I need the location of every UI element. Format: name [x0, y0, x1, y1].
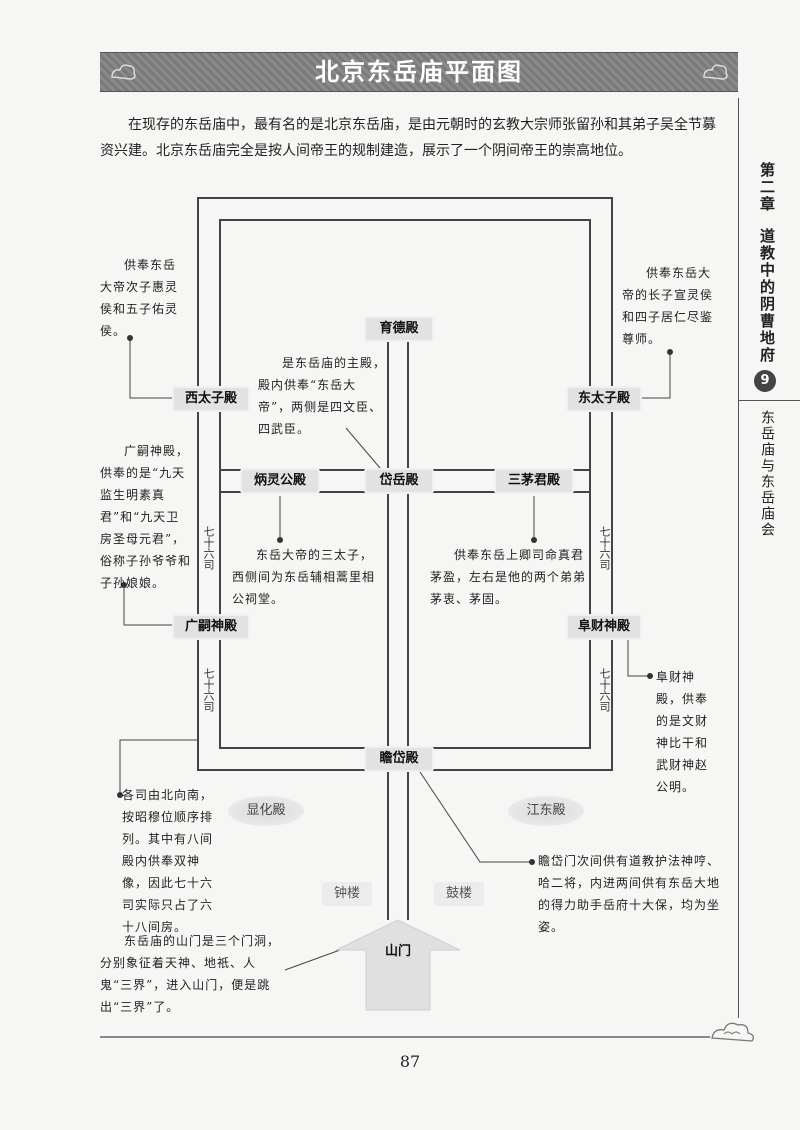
hall-daiyue: 岱岳殿: [364, 468, 434, 494]
note-guangsi: 广嗣神殿，供奉的是“九天监生明素真君”和“九天卫房圣母元君”，俗称子孙爷爷和子孙…: [100, 444, 192, 590]
mountain-gate: 山门: [384, 944, 411, 959]
chapter-title: 道教中的阴曹地府: [758, 228, 776, 364]
side-label-left-lower: 七十六司: [202, 668, 215, 712]
hall-zhandai: 瞻岱殿: [364, 746, 434, 772]
page-title: 北京东岳庙平面图: [315, 58, 523, 86]
hall-xitaizi: 西太子殿: [172, 386, 250, 412]
title-banner: 北京东岳庙平面图: [100, 52, 738, 92]
hall-yude: 育德殿: [364, 316, 434, 342]
cloud-ornament-icon: [711, 1022, 754, 1042]
note-bingling: 东岳大帝的三太子，西侧间为东岳辅相蒿里相公祠堂。: [232, 548, 376, 606]
side-label-right-lower: 七十六司: [598, 668, 611, 712]
gate-arrow-shape: [335, 919, 461, 1011]
hall-jiangdong: 江东殿: [508, 796, 584, 826]
note-shanmen: 东岳庙的山门是三个门洞，分别象征着天神、地祇、人鬼“三界”，进入山门，便是跳出“…: [100, 934, 281, 1014]
intro-paragraph: 在现存的东岳庙中，最有名的是北京东岳庙，是由元朝时的玄教大宗师张留孙和其弟子吴全…: [100, 117, 716, 159]
chapter-badge: 9: [754, 370, 776, 392]
note-zhandai: 瞻岱门次间供有道教护法神哼、哈二将，内进两间供有东岳大地的得力助手岳府十大保，均…: [538, 854, 721, 934]
cloud-ornament-icon: [703, 64, 728, 80]
sidebar-divider: [739, 400, 800, 401]
side-label-right-upper: 七十六司: [598, 526, 611, 570]
note-siju: 各司由北向南，按昭穆位顺序排列。其中有八间殿内供奉双神像，因此七十六司实际只占了…: [122, 788, 214, 934]
note-xitaizi: 供奉东岳大帝次子惠灵侯和五子佑灵侯。: [100, 258, 179, 338]
hall-sanmao: 三茅君殿: [494, 468, 574, 494]
note-fucai: 阜财神殿，供奉的是文财神比干和武财神赵公明。: [656, 670, 709, 794]
side-label-left-upper: 七十六司: [202, 526, 215, 570]
hall-bingling: 炳灵公殿: [240, 468, 320, 494]
section-title: 东岳庙与东岳庙会: [759, 410, 775, 538]
note-dongtaizi: 供奉东岳大帝的长子宣灵侯和四子居仁尽鉴尊师。: [622, 266, 714, 346]
hall-fucai: 阜财神殿: [566, 614, 642, 640]
drum-tower: 鼓楼: [434, 882, 484, 906]
bell-tower: 钟楼: [322, 882, 372, 906]
page-number: 87: [399, 1052, 421, 1071]
note-sanmao: 供奉东岳上卿司命真君茅盈，左右是他的两个弟弟茅衷、茅固。: [430, 548, 587, 606]
chapter-number: 第二章: [758, 162, 776, 213]
cloud-ornament-icon: [111, 64, 136, 80]
hall-xianhua: 显化殿: [228, 796, 304, 826]
hall-guangsi: 广嗣神殿: [172, 614, 250, 640]
hall-dongtaizi: 东太子殿: [566, 386, 642, 412]
footer-rule: [100, 1036, 710, 1038]
chapter-sidebar: 第二章 道教中的阴曹地府 9 东岳庙与东岳庙会: [738, 98, 800, 1018]
note-daiyue: 是东岳庙的主殿，殿内供奉“东岳大帝”，两侧是四文臣、四武臣。: [258, 356, 387, 436]
